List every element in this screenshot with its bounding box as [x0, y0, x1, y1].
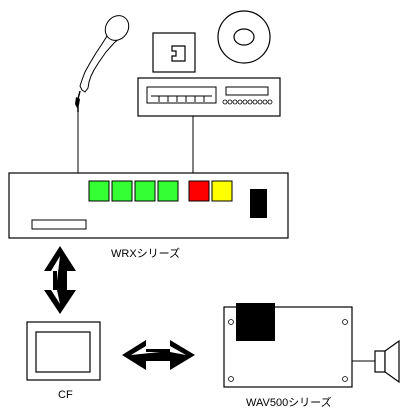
wav500-board — [223, 303, 353, 388]
speaker-icon — [374, 339, 400, 384]
red-button — [188, 180, 210, 202]
main-unit-label: WRXシリーズ — [111, 246, 180, 260]
double-arrow-vertical — [44, 246, 76, 314]
cf-card-icon — [26, 321, 101, 381]
green-button-1 — [88, 180, 110, 202]
card-slot — [31, 219, 87, 230]
wav500-label: WAV500シリーズ — [246, 395, 332, 409]
green-button-2 — [111, 180, 133, 202]
yellow-button — [211, 180, 233, 202]
cd-disc-icon — [217, 10, 271, 64]
floppy-disk-icon — [152, 32, 196, 73]
green-button-4 — [157, 180, 179, 202]
cf-label: CF — [58, 389, 73, 401]
display-block — [250, 189, 267, 218]
tape-deck-icon — [137, 77, 281, 117]
microphone-icon — [75, 15, 130, 112]
main-unit-box — [8, 172, 289, 239]
chip-block — [236, 303, 275, 341]
green-button-3 — [134, 180, 156, 202]
double-arrow-horizontal — [122, 340, 195, 370]
